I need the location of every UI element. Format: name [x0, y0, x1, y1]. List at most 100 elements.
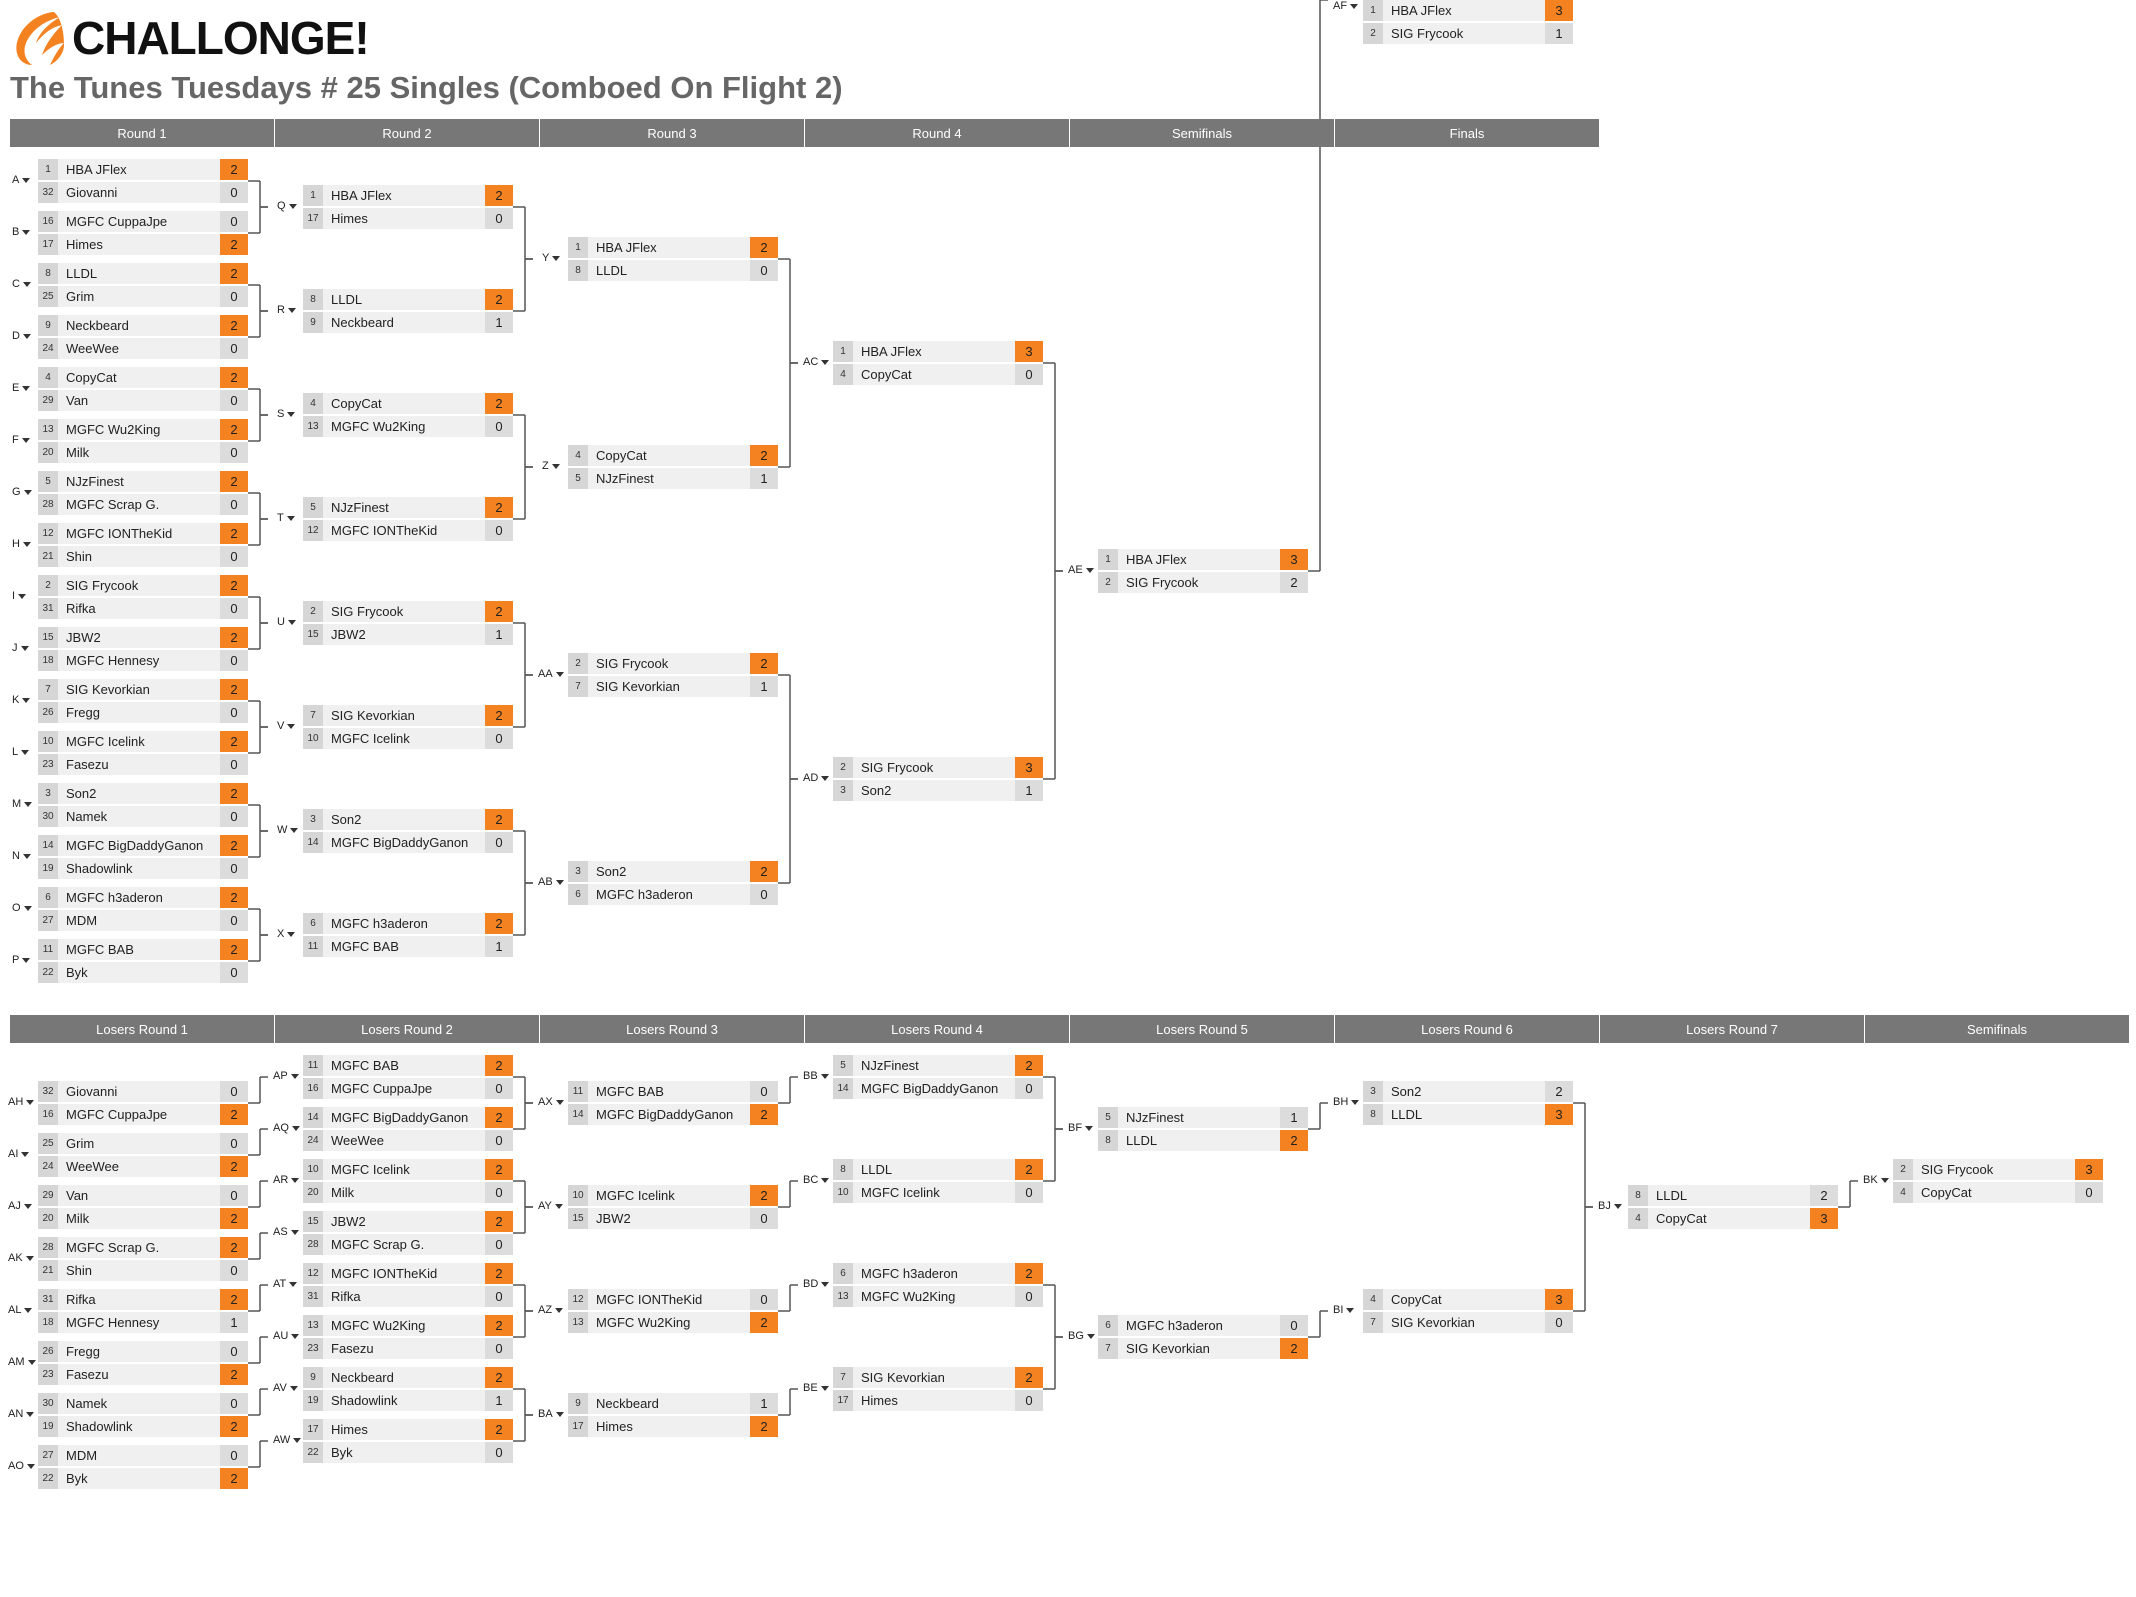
chevron-down-icon[interactable] — [287, 931, 296, 937]
player-name[interactable]: MGFC BigDaddyGanon — [853, 1078, 1015, 1099]
match-id-label[interactable]: AJ — [8, 1200, 32, 1212]
player-name[interactable]: Milk — [58, 1208, 220, 1229]
player-name[interactable]: MGFC Wu2King — [323, 1315, 485, 1336]
chevron-down-icon[interactable] — [554, 1203, 563, 1209]
player-name[interactable]: MGFC IONTheKid — [58, 523, 220, 544]
chevron-down-icon[interactable] — [551, 463, 560, 469]
match-id-label[interactable]: BJ — [1598, 1200, 1622, 1212]
player-name[interactable]: MGFC IONTheKid — [323, 1263, 485, 1284]
player-name[interactable]: JBW2 — [323, 624, 485, 645]
player-name[interactable]: Son2 — [58, 783, 220, 804]
player-name[interactable]: Byk — [58, 962, 220, 983]
player-name[interactable]: Son2 — [323, 809, 485, 830]
match-id-label[interactable]: AC — [803, 356, 830, 368]
match-id-label[interactable]: T — [277, 512, 295, 524]
player-name[interactable]: Milk — [323, 1182, 485, 1203]
player-name[interactable]: MGFC CuppaJpe — [323, 1078, 485, 1099]
match-id-label[interactable]: AY — [538, 1200, 563, 1212]
match-id-label[interactable]: Q — [277, 200, 297, 212]
player-name[interactable]: CopyCat — [1383, 1289, 1545, 1310]
chevron-down-icon[interactable] — [288, 203, 297, 209]
player-name[interactable]: Fasezu — [58, 754, 220, 775]
match-id-label[interactable]: AK — [8, 1252, 34, 1264]
match-id-label[interactable]: O — [12, 902, 32, 914]
player-name[interactable]: Shin — [58, 1260, 220, 1281]
match-id-label[interactable]: AI — [8, 1148, 30, 1160]
match-id-label[interactable]: P — [12, 954, 31, 966]
player-name[interactable]: SIG Frycook — [323, 601, 485, 622]
player-name[interactable]: CopyCat — [1648, 1208, 1810, 1229]
player-name[interactable]: MGFC Scrap G. — [323, 1234, 485, 1255]
chevron-down-icon[interactable] — [293, 1437, 302, 1443]
player-name[interactable]: MGFC IONTheKid — [323, 520, 485, 541]
match-id-label[interactable]: AH — [8, 1096, 35, 1108]
player-name[interactable]: Milk — [58, 442, 220, 463]
player-name[interactable]: SIG Kevorkian — [1383, 1312, 1545, 1333]
player-name[interactable]: Fasezu — [58, 1364, 220, 1385]
player-name[interactable]: MGFC BigDaddyGanon — [323, 1107, 485, 1128]
player-name[interactable]: Son2 — [1383, 1081, 1545, 1102]
match-id-label[interactable]: V — [277, 720, 296, 732]
chevron-down-icon[interactable] — [25, 1255, 34, 1261]
chevron-down-icon[interactable] — [289, 1281, 298, 1287]
player-name[interactable]: Neckbeard — [58, 315, 220, 336]
chevron-down-icon[interactable] — [289, 1385, 298, 1391]
player-name[interactable]: Fregg — [58, 702, 220, 723]
player-name[interactable]: MGFC CuppaJpe — [58, 211, 220, 232]
chevron-down-icon[interactable] — [23, 1203, 32, 1209]
chevron-down-icon[interactable] — [22, 385, 31, 391]
player-name[interactable]: Son2 — [588, 861, 750, 882]
chevron-down-icon[interactable] — [26, 1463, 35, 1469]
player-name[interactable]: MGFC IONTheKid — [588, 1289, 750, 1310]
chevron-down-icon[interactable] — [18, 593, 27, 599]
match-id-label[interactable]: AO — [8, 1460, 35, 1472]
chevron-down-icon[interactable] — [24, 1307, 33, 1313]
player-name[interactable]: SIG Kevorkian — [588, 676, 750, 697]
match-id-label[interactable]: AL — [8, 1304, 33, 1316]
chevron-down-icon[interactable] — [287, 619, 296, 625]
match-id-label[interactable]: AB — [538, 876, 564, 888]
chevron-down-icon[interactable] — [1351, 1099, 1360, 1105]
match-id-label[interactable]: BC — [803, 1174, 830, 1186]
match-id-label[interactable]: BA — [538, 1408, 564, 1420]
player-name[interactable]: HBA JFlex — [323, 185, 485, 206]
chevron-down-icon[interactable] — [1346, 1307, 1355, 1313]
chevron-down-icon[interactable] — [1613, 1203, 1622, 1209]
player-name[interactable]: Giovanni — [58, 182, 220, 203]
player-name[interactable]: Shadowlink — [323, 1390, 485, 1411]
chevron-down-icon[interactable] — [23, 905, 32, 911]
player-name[interactable]: MGFC BigDaddyGanon — [588, 1104, 750, 1125]
player-name[interactable]: Rifka — [323, 1286, 485, 1307]
